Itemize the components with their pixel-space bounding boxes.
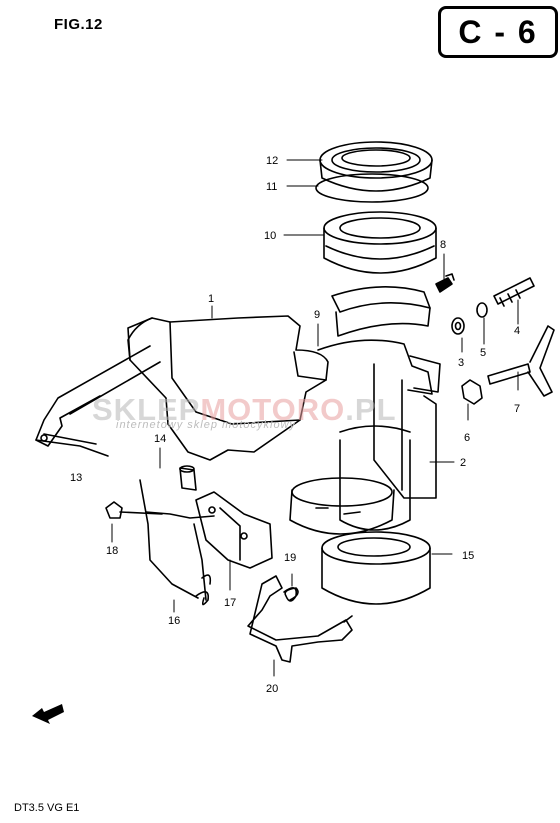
lower-collar-ring bbox=[289, 477, 395, 535]
part-20-lever bbox=[247, 575, 353, 663]
part-12-seal-ring bbox=[319, 141, 433, 192]
callout-numbers: 12 11 10 8 9 3 5 4 6 7 1 2 15 14 13 18 1… bbox=[70, 155, 520, 695]
part-17-lock-bracket bbox=[195, 491, 273, 569]
callout-5: 5 bbox=[480, 347, 486, 359]
callout-6: 6 bbox=[464, 432, 470, 444]
callout-12: 12 bbox=[266, 155, 278, 167]
part-9-clamp-bracket bbox=[317, 286, 441, 395]
part-7-thumb-screw bbox=[487, 325, 555, 397]
part-15-large-ring bbox=[321, 531, 431, 605]
watermark-part-a: SKLEP bbox=[92, 392, 201, 427]
callout-7: 7 bbox=[514, 403, 520, 415]
callout-16: 16 bbox=[168, 615, 180, 627]
part-13-tilt-rod bbox=[35, 345, 161, 457]
callout-17: 17 bbox=[224, 597, 236, 609]
part-10-bushing bbox=[323, 211, 437, 274]
part-5-washer bbox=[476, 302, 488, 318]
watermark-logo: SKLEPMOTORO.PL bbox=[92, 392, 397, 428]
watermark-part-b: MOTORO bbox=[200, 392, 346, 427]
callout-14: 14 bbox=[154, 433, 166, 445]
callout-19: 19 bbox=[284, 552, 296, 564]
callout-10: 10 bbox=[264, 230, 276, 242]
figure-title: FIG.12 bbox=[54, 16, 103, 33]
part-4-bolt bbox=[493, 277, 535, 307]
part-16-spring bbox=[139, 479, 212, 606]
part-8-grease-nipple bbox=[435, 273, 455, 293]
callout-18: 18 bbox=[106, 545, 118, 557]
part-3-washer bbox=[451, 317, 465, 335]
callout-15: 15 bbox=[462, 550, 474, 562]
part-1-clamp-body bbox=[127, 315, 329, 461]
model-code: DT3.5 VG E1 bbox=[14, 802, 80, 814]
front-direction-arrow-icon bbox=[32, 704, 64, 724]
callout-13: 13 bbox=[70, 472, 82, 484]
part-18-bolt bbox=[105, 501, 216, 519]
part-19-spring bbox=[283, 587, 299, 602]
part-2-swivel-bracket bbox=[339, 363, 437, 531]
leader-lines bbox=[111, 159, 519, 677]
callout-1: 1 bbox=[208, 293, 214, 305]
callout-4: 4 bbox=[514, 325, 520, 337]
part-6-nut bbox=[461, 379, 483, 405]
section-code: C - 6 bbox=[458, 13, 538, 50]
callout-2: 2 bbox=[460, 457, 466, 469]
watermark-part-c: .PL bbox=[345, 392, 397, 427]
part-14-bushing bbox=[179, 465, 197, 491]
part-11-ring bbox=[315, 173, 429, 203]
section-code-box: C - 6 bbox=[438, 6, 558, 58]
callout-8: 8 bbox=[440, 239, 446, 251]
callout-20: 20 bbox=[266, 683, 278, 695]
watermark-tagline: internetowy sklep motocyklowy bbox=[116, 419, 297, 431]
callout-11: 11 bbox=[266, 181, 277, 193]
callout-3: 3 bbox=[458, 357, 464, 369]
callout-9: 9 bbox=[314, 309, 320, 321]
